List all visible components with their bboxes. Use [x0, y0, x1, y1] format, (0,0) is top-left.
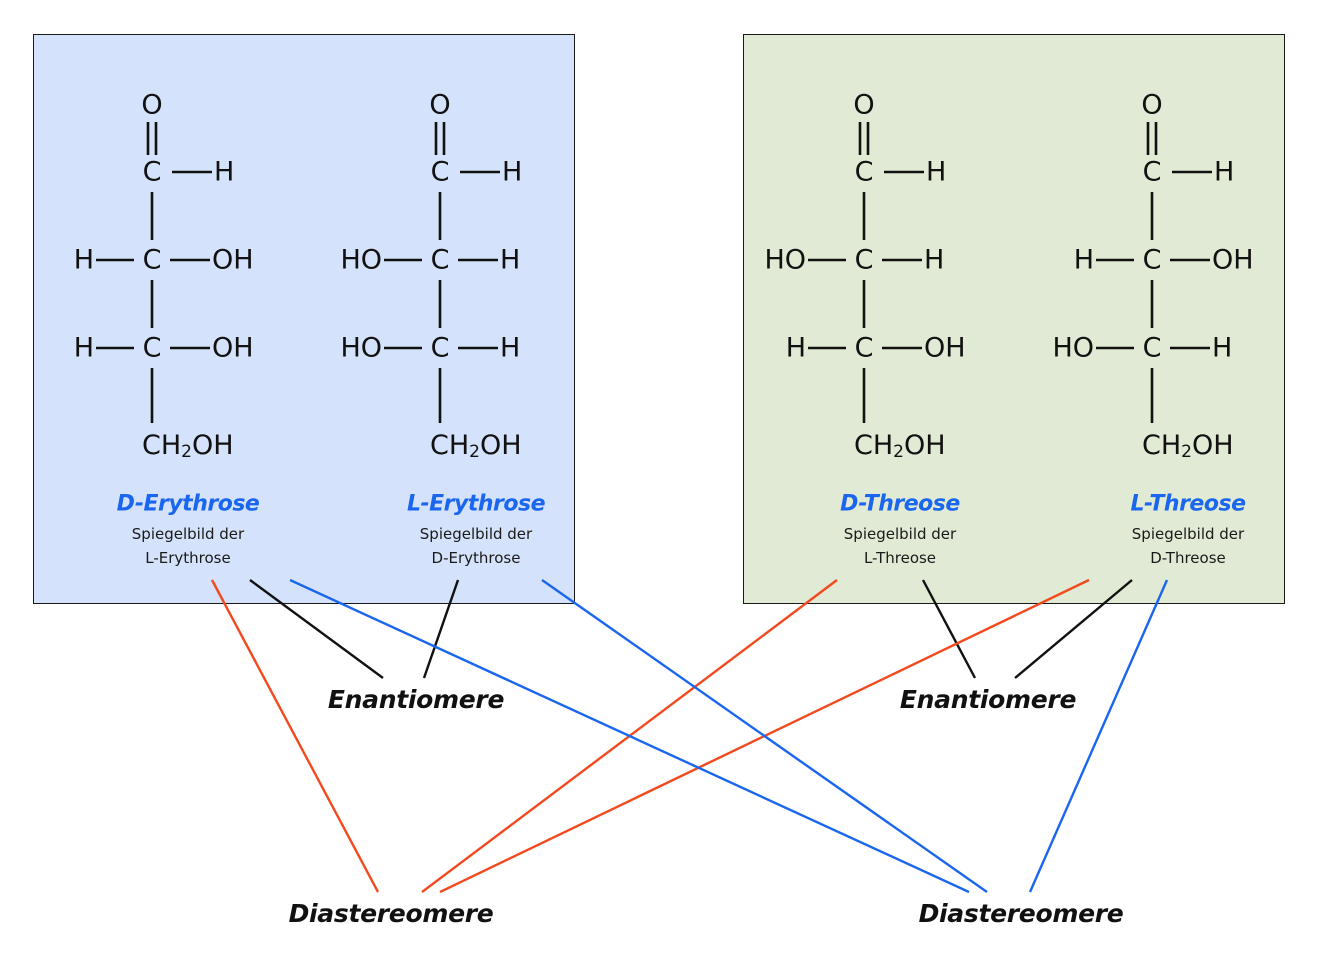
hydroxymethyl-group: CH2OH: [854, 430, 946, 463]
substituent-left: HO: [1052, 333, 1094, 364]
subscript-two: 2: [1181, 442, 1192, 462]
connector-diastereomer-blue-line: [289, 578, 970, 894]
molecule-description-line1: Spiegelbild der: [1132, 525, 1245, 543]
molecule-name: D-Erythrose: [117, 492, 260, 517]
carbon-atom: C: [1143, 333, 1162, 364]
hydroxymethyl-group: CH2OH: [430, 430, 522, 463]
substituent-right: H: [924, 245, 944, 276]
substituent-right: OH: [924, 333, 966, 364]
carbon-atom: C: [143, 157, 162, 188]
connector-enantiomer-line: [921, 579, 977, 679]
hydrogen-atom: H: [214, 157, 234, 188]
substituent-left: H: [1074, 245, 1094, 276]
oxygen-atom: O: [429, 90, 450, 121]
subscript-two: 2: [469, 442, 480, 462]
connector-enantiomer-line: [1014, 579, 1133, 679]
carbon-atom: C: [431, 333, 450, 364]
carbon-atom: C: [855, 157, 874, 188]
threose-group-box: [743, 34, 1285, 604]
hydroxymethyl-group: CH2OH: [142, 430, 234, 463]
ch-text: CH: [430, 430, 469, 461]
oxygen-atom: O: [853, 90, 874, 121]
carbon-atom: C: [143, 245, 162, 276]
oxygen-atom: O: [1141, 90, 1162, 121]
connector-enantiomer-line: [422, 579, 460, 679]
substituent-left: HO: [764, 245, 806, 276]
oh-text: OH: [192, 430, 234, 461]
hydrogen-atom: H: [502, 157, 522, 188]
carbon-atom: C: [431, 157, 450, 188]
substituent-left: H: [74, 245, 94, 276]
connector-diastereomer-red-line: [210, 579, 380, 893]
enantiomers-label-right: Enantiomere: [900, 685, 1076, 714]
carbon-atom: C: [143, 333, 162, 364]
erythrose-group-box: [33, 34, 575, 604]
subscript-two: 2: [181, 442, 192, 462]
ch-text: CH: [1142, 430, 1181, 461]
carbon-atom: C: [855, 333, 874, 364]
molecule-description-line2: L-Erythrose: [145, 549, 230, 567]
molecule-name: L-Threose: [1131, 492, 1247, 517]
oxygen-atom: O: [141, 90, 162, 121]
hydroxymethyl-group: CH2OH: [1142, 430, 1234, 463]
molecule-description-line1: Spiegelbild der: [420, 525, 533, 543]
carbon-atom: C: [431, 245, 450, 276]
substituent-right: H: [500, 333, 520, 364]
substituent-left: H: [786, 333, 806, 364]
substituent-right: H: [500, 245, 520, 276]
ch-text: CH: [854, 430, 893, 461]
molecule-name: D-Threose: [840, 492, 960, 517]
connector-diastereomer-blue-line: [541, 579, 988, 893]
diastereomers-label-left: Diastereomere: [289, 899, 494, 928]
molecule-description-line2: D-Erythrose: [432, 549, 521, 567]
substituent-left: H: [74, 333, 94, 364]
substituent-right: OH: [212, 333, 254, 364]
carbon-atom: C: [1143, 157, 1162, 188]
molecule-description-line2: D-Threose: [1150, 549, 1226, 567]
substituent-left: HO: [340, 333, 382, 364]
substituent-right: OH: [212, 245, 254, 276]
substituent-left: HO: [340, 245, 382, 276]
ch-text: CH: [142, 430, 181, 461]
connector-enantiomer-line: [249, 579, 384, 679]
subscript-two: 2: [893, 442, 904, 462]
molecule-description-line1: Spiegelbild der: [844, 525, 957, 543]
substituent-right: OH: [1212, 245, 1254, 276]
carbon-atom: C: [855, 245, 874, 276]
molecule-name: L-Erythrose: [407, 492, 546, 517]
substituent-right: H: [1212, 333, 1232, 364]
oh-text: OH: [904, 430, 946, 461]
hydrogen-atom: H: [1214, 157, 1234, 188]
enantiomers-label-left: Enantiomere: [328, 685, 504, 714]
carbon-atom: C: [1143, 245, 1162, 276]
molecule-description-line2: L-Threose: [864, 549, 936, 567]
diastereomers-label-right: Diastereomere: [919, 899, 1124, 928]
hydrogen-atom: H: [926, 157, 946, 188]
oh-text: OH: [1192, 430, 1234, 461]
connector-diastereomer-blue-line: [1028, 579, 1169, 893]
molecule-description-line1: Spiegelbild der: [132, 525, 245, 543]
oh-text: OH: [480, 430, 522, 461]
